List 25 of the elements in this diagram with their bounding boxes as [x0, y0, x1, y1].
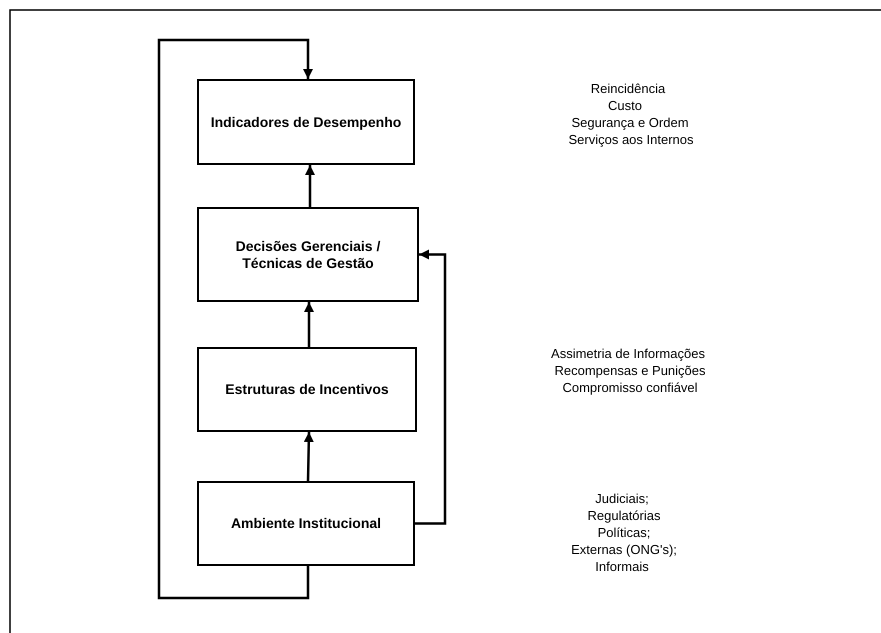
box-label: Indicadores de Desempenho	[210, 114, 402, 130]
note-text: Reincidência	[590, 80, 666, 97]
box-label: Decisões Gerenciais / Técnicas de Gestão	[234, 238, 382, 272]
note-text: Assimetria de Informações	[551, 345, 705, 362]
arrow	[158, 38, 313, 600]
note-text: Informais	[595, 558, 649, 575]
arrow	[305, 165, 315, 207]
note-text: Políticas;	[598, 524, 650, 541]
note-text: Compromisso confiável	[562, 379, 698, 396]
arrow	[304, 302, 314, 347]
note-text: Externas (ONG's);	[571, 541, 677, 558]
note-text: Judiciais;	[595, 490, 649, 507]
note-text: Segurança e Ordem	[571, 114, 689, 131]
note-text: Serviços aos Internos	[568, 131, 694, 148]
process-box	[197, 79, 415, 165]
arrow	[415, 250, 446, 525]
box-label: Ambiente Institucional	[230, 515, 382, 532]
box-label: Estruturas de Incentivos	[224, 381, 390, 398]
note-text: Recompensas e Punições	[554, 362, 706, 379]
note-text: Custo	[608, 97, 642, 114]
process-box	[197, 347, 417, 432]
note-text: Regulatórias	[588, 507, 660, 524]
process-box	[197, 481, 415, 566]
arrow	[304, 432, 314, 482]
process-box	[197, 207, 419, 302]
